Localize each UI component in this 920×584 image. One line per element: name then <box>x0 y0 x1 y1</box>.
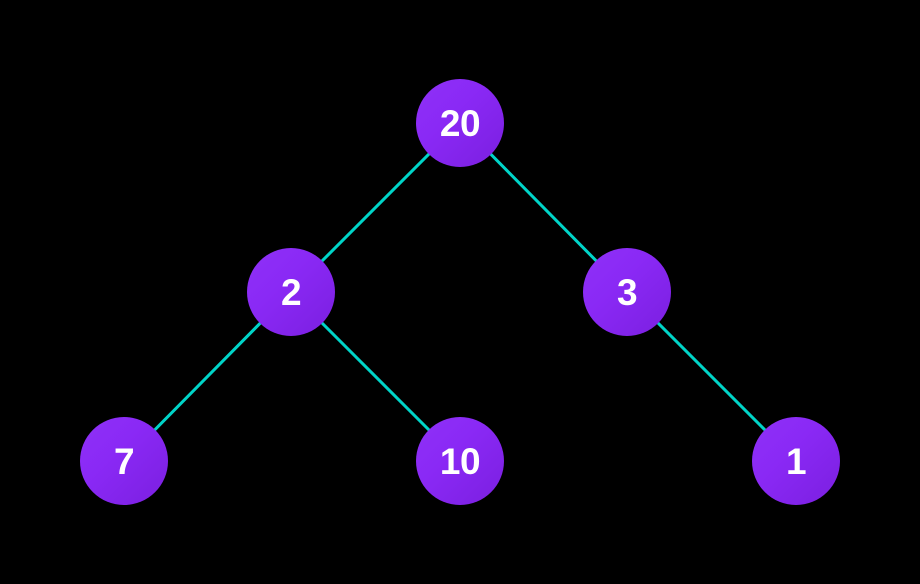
tree-node[interactable]: 20 <box>416 79 504 167</box>
tree-node[interactable]: 1 <box>752 417 840 505</box>
tree-node[interactable]: 3 <box>583 248 671 336</box>
tree-node[interactable]: 10 <box>416 417 504 505</box>
tree-node-label: 20 <box>439 102 481 144</box>
tree-node-label: 3 <box>616 271 638 313</box>
tree-node-label: 1 <box>785 440 807 482</box>
tree-node-label: 2 <box>280 271 302 313</box>
tree-node-label: 10 <box>439 440 481 482</box>
tree-node[interactable]: 7 <box>80 417 168 505</box>
tree-node-label: 7 <box>113 440 135 482</box>
tree-node[interactable]: 2 <box>247 248 335 336</box>
